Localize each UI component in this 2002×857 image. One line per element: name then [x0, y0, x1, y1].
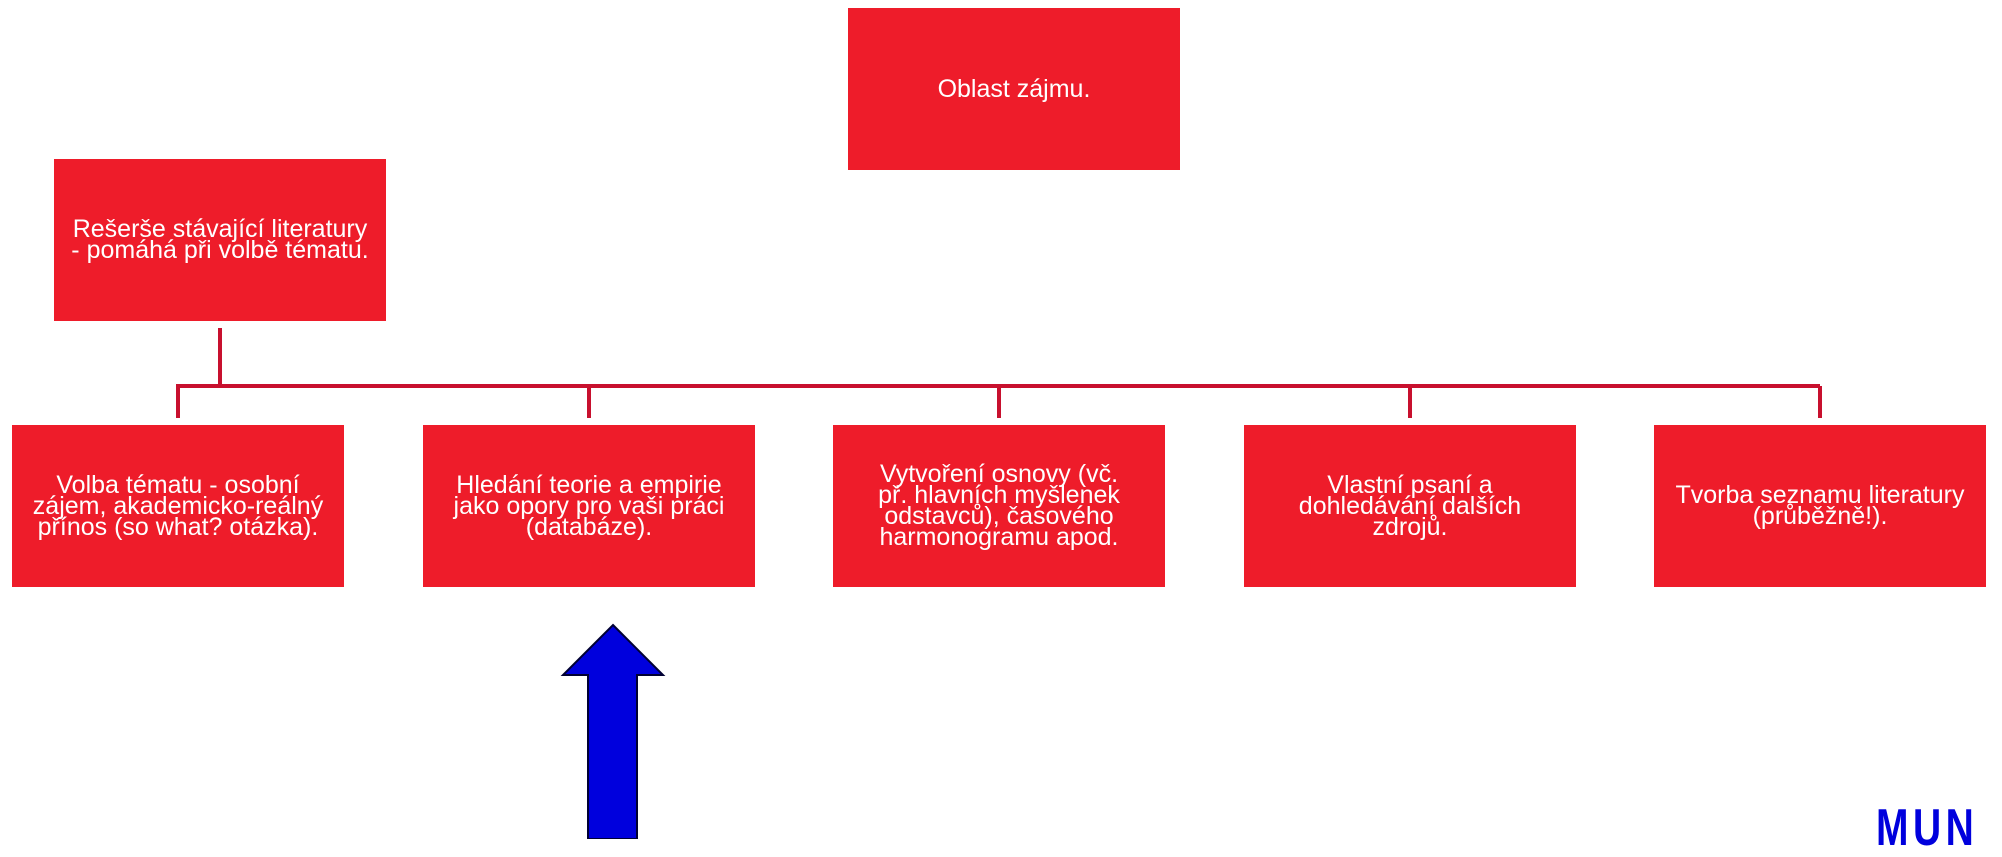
literature-search-box: Rešerše stávající literatury - pomáhá př… [54, 159, 386, 321]
step-box-3: Vytvoření osnovy (vč. př. hlavních myšle… [833, 425, 1165, 587]
university-logo: MUN [1876, 799, 1979, 857]
step-text-1: Volba tématu - osobní zájem, akademicko-… [32, 470, 324, 541]
step-box-5: Tvorba seznamu literatury (průběžně!). [1654, 425, 1986, 587]
step-box-2: Hledání teorie a empirie jako opory pro … [423, 425, 755, 587]
literature-search-text: Rešerše stávající literatury - pomáhá př… [71, 215, 369, 264]
step-box-4: Vlastní psaní a dohledávání dalších zdro… [1244, 425, 1576, 587]
step-text-5: Tvorba seznamu literatury (průběžně!). [1675, 481, 1965, 530]
up-arrow-icon [560, 623, 666, 839]
step-text-2: Hledání teorie a empirie jako opory pro … [453, 470, 725, 541]
top-box-text: Oblast zájmu. [937, 74, 1091, 103]
step-box-1: Volba tématu - osobní zájem, akademicko-… [12, 425, 344, 587]
step-text-3: Vytvoření osnovy (vč. př. hlavních myšle… [878, 460, 1120, 551]
top-box: Oblast zájmu. [848, 8, 1180, 170]
step-text-4: Vlastní psaní a dohledávání dalších zdro… [1298, 470, 1522, 541]
connector-lines [176, 328, 1822, 418]
